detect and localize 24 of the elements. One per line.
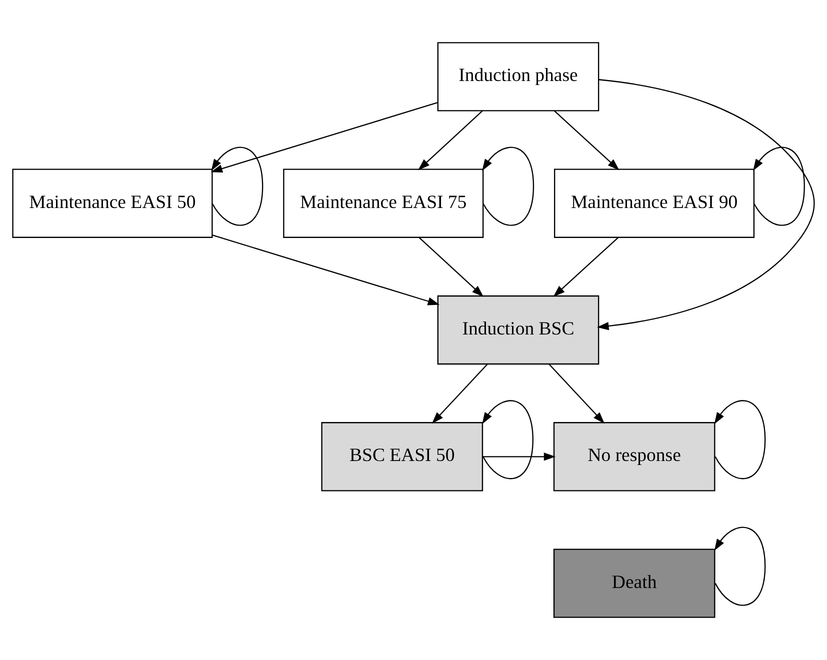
node-box: No response bbox=[553, 422, 716, 492]
arrow bbox=[482, 400, 534, 480]
node-box: Induction phase bbox=[437, 42, 600, 112]
arrow bbox=[482, 452, 556, 461]
arrow bbox=[211, 146, 264, 226]
arrow bbox=[553, 237, 619, 297]
arrow bbox=[432, 364, 488, 424]
arrow bbox=[714, 526, 766, 606]
arrow bbox=[596, 79, 815, 330]
node-box: Maintenance EASI 75 bbox=[283, 168, 484, 238]
arrow bbox=[554, 110, 620, 170]
node-box: Maintenance EASI 50 bbox=[12, 168, 213, 238]
arrow bbox=[482, 146, 534, 226]
arrow bbox=[753, 146, 805, 226]
arrow bbox=[212, 234, 440, 306]
node-box: Maintenance EASI 90 bbox=[554, 168, 755, 238]
arrow bbox=[714, 400, 766, 480]
arrow bbox=[210, 102, 438, 173]
arrow bbox=[548, 364, 605, 424]
node-box: Induction BSC bbox=[437, 295, 600, 365]
node-box: BSC EASI 50 bbox=[321, 422, 484, 492]
node-box: Death bbox=[553, 548, 716, 618]
arrow bbox=[418, 110, 483, 170]
arrow bbox=[418, 237, 484, 297]
